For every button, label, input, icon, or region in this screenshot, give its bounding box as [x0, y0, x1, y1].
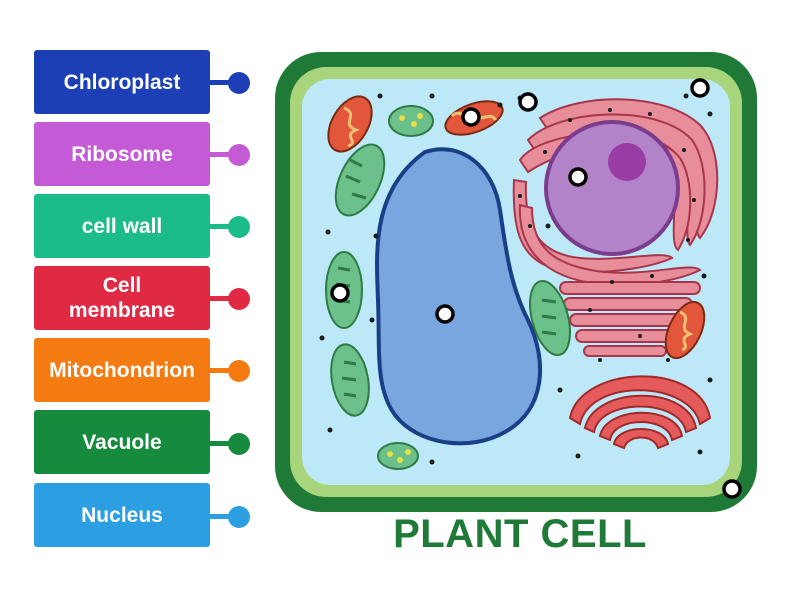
pin-line-ribosome	[210, 152, 238, 157]
target-marker-2[interactable]	[690, 78, 710, 98]
diagram-title: PLANT CELL	[393, 512, 647, 556]
pin-line-mitochondrion	[210, 368, 238, 373]
pin-line-cell-wall	[210, 224, 238, 229]
nucleus	[544, 120, 680, 256]
pin-handle-chloroplast[interactable]	[228, 72, 250, 94]
label-text: Vacuole	[82, 430, 162, 454]
chloroplast	[334, 143, 386, 217]
target-marker-6[interactable]	[435, 304, 455, 324]
nucleolus	[608, 143, 646, 181]
pin-handle-vacuole[interactable]	[228, 433, 250, 455]
label-text: Mitochondrion	[49, 358, 195, 382]
chloroplast	[377, 442, 419, 470]
target-marker-1[interactable]	[518, 92, 538, 112]
chloroplast	[388, 105, 434, 137]
label-tile-ribosome[interactable]: Ribosome	[34, 122, 210, 186]
mitochondrion	[664, 300, 706, 360]
target-marker-5[interactable]	[330, 283, 350, 303]
label-tile-vacuole[interactable]: Vacuole	[34, 410, 210, 474]
target-marker-4[interactable]	[568, 167, 588, 187]
label-tile-mitochondrion[interactable]: Mitochondrion	[34, 338, 210, 402]
vacuole	[375, 147, 543, 446]
pin-line-chloroplast	[210, 80, 238, 85]
target-marker-3[interactable]	[461, 107, 481, 127]
label-text: cell wall	[81, 214, 163, 238]
pin-line-nucleus	[210, 514, 238, 519]
label-tile-chloroplast[interactable]: Chloroplast	[34, 50, 210, 114]
label-text: Nucleus	[81, 503, 163, 527]
pin-handle-nucleus[interactable]	[228, 506, 250, 528]
chloroplast	[529, 280, 571, 356]
label-text: Cell membrane	[68, 274, 176, 322]
label-tile-cell-wall[interactable]: cell wall	[34, 194, 210, 258]
pin-handle-cell-membrane[interactable]	[228, 288, 250, 310]
target-marker-7[interactable]	[722, 479, 742, 499]
mitochondrion	[327, 95, 373, 153]
pin-handle-cell-wall[interactable]	[228, 216, 250, 238]
label-tile-nucleus[interactable]: Nucleus	[34, 483, 210, 547]
golgi-apparatus	[568, 375, 712, 450]
label-tile-cell-membrane[interactable]: Cell membrane	[34, 266, 210, 330]
pin-line-vacuole	[210, 441, 238, 446]
label-text: Chloroplast	[63, 70, 181, 94]
pin-line-cell-membrane	[210, 296, 238, 301]
pin-handle-ribosome[interactable]	[228, 144, 250, 166]
chloroplast	[330, 343, 370, 417]
pin-handle-mitochondrion[interactable]	[228, 360, 250, 382]
label-text: Ribosome	[71, 142, 173, 166]
